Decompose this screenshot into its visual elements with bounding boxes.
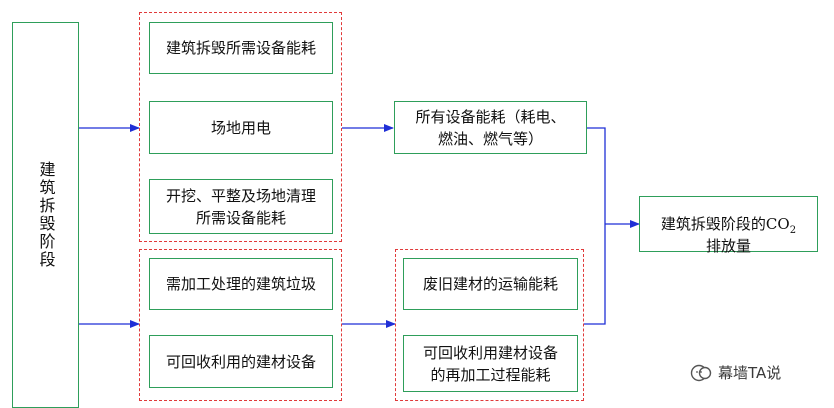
box-all-equipment-energy: 所有设备能耗（耗电、 燃油、燃气等） [394, 101, 587, 154]
box-excavation-equipment-energy: 开挖、平整及场地清理 所需设备能耗 [149, 179, 333, 234]
label-demolition-equipment-energy: 建筑拆毁所需设备能耗 [165, 39, 316, 57]
box-co2-emissions: 建筑拆毁阶段的CO2 排放量 [639, 196, 818, 255]
label-all-equipment-energy: 所有设备能耗（耗电、 燃油、燃气等） [415, 107, 566, 148]
stage-box: 建筑拆毁阶段 [12, 22, 79, 408]
label-co2-emissions-line2: 排放量 [705, 237, 751, 255]
co2-subscript: 2 [789, 225, 797, 236]
group-waste-materials [139, 249, 342, 401]
box-site-electricity: 场地用电 [149, 101, 333, 154]
stage-label: 建筑拆毁阶段 [36, 161, 56, 269]
label-co2-emissions-line1: 建筑拆毁阶段的CO2 [660, 215, 797, 236]
box-construction-waste: 需加工处理的建筑垃圾 [149, 258, 333, 310]
box-transport-energy: 废旧建材的运输能耗 [403, 258, 578, 310]
watermark-text: 幕墙TA说 [718, 364, 782, 382]
watermark: 幕墙TA说 [690, 362, 781, 383]
box-reprocessing-energy: 可回收利用建材设备 的再加工过程能耗 [403, 335, 578, 392]
connector-group3-to-bracket [584, 224, 606, 325]
connector-mid-to-bracket [587, 127, 606, 224]
group-transport-reprocessing [395, 249, 584, 401]
box-demolition-equipment-energy: 建筑拆毁所需设备能耗 [149, 22, 333, 74]
label-recyclable-materials: 可回收利用的建材设备 [165, 352, 316, 371]
label-construction-waste: 需加工处理的建筑垃圾 [165, 275, 316, 293]
label-site-electricity: 场地用电 [210, 118, 271, 137]
box-recyclable-materials: 可回收利用的建材设备 [149, 335, 333, 388]
group-equipment-energy [139, 12, 342, 242]
label-excavation-equipment-energy: 开挖、平整及场地清理 所需设备能耗 [165, 186, 316, 227]
label-transport-energy: 废旧建材的运输能耗 [422, 275, 558, 293]
wechat-logo-icon [690, 364, 712, 381]
label-reprocessing-energy: 可回收利用建材设备 的再加工过程能耗 [422, 343, 558, 384]
